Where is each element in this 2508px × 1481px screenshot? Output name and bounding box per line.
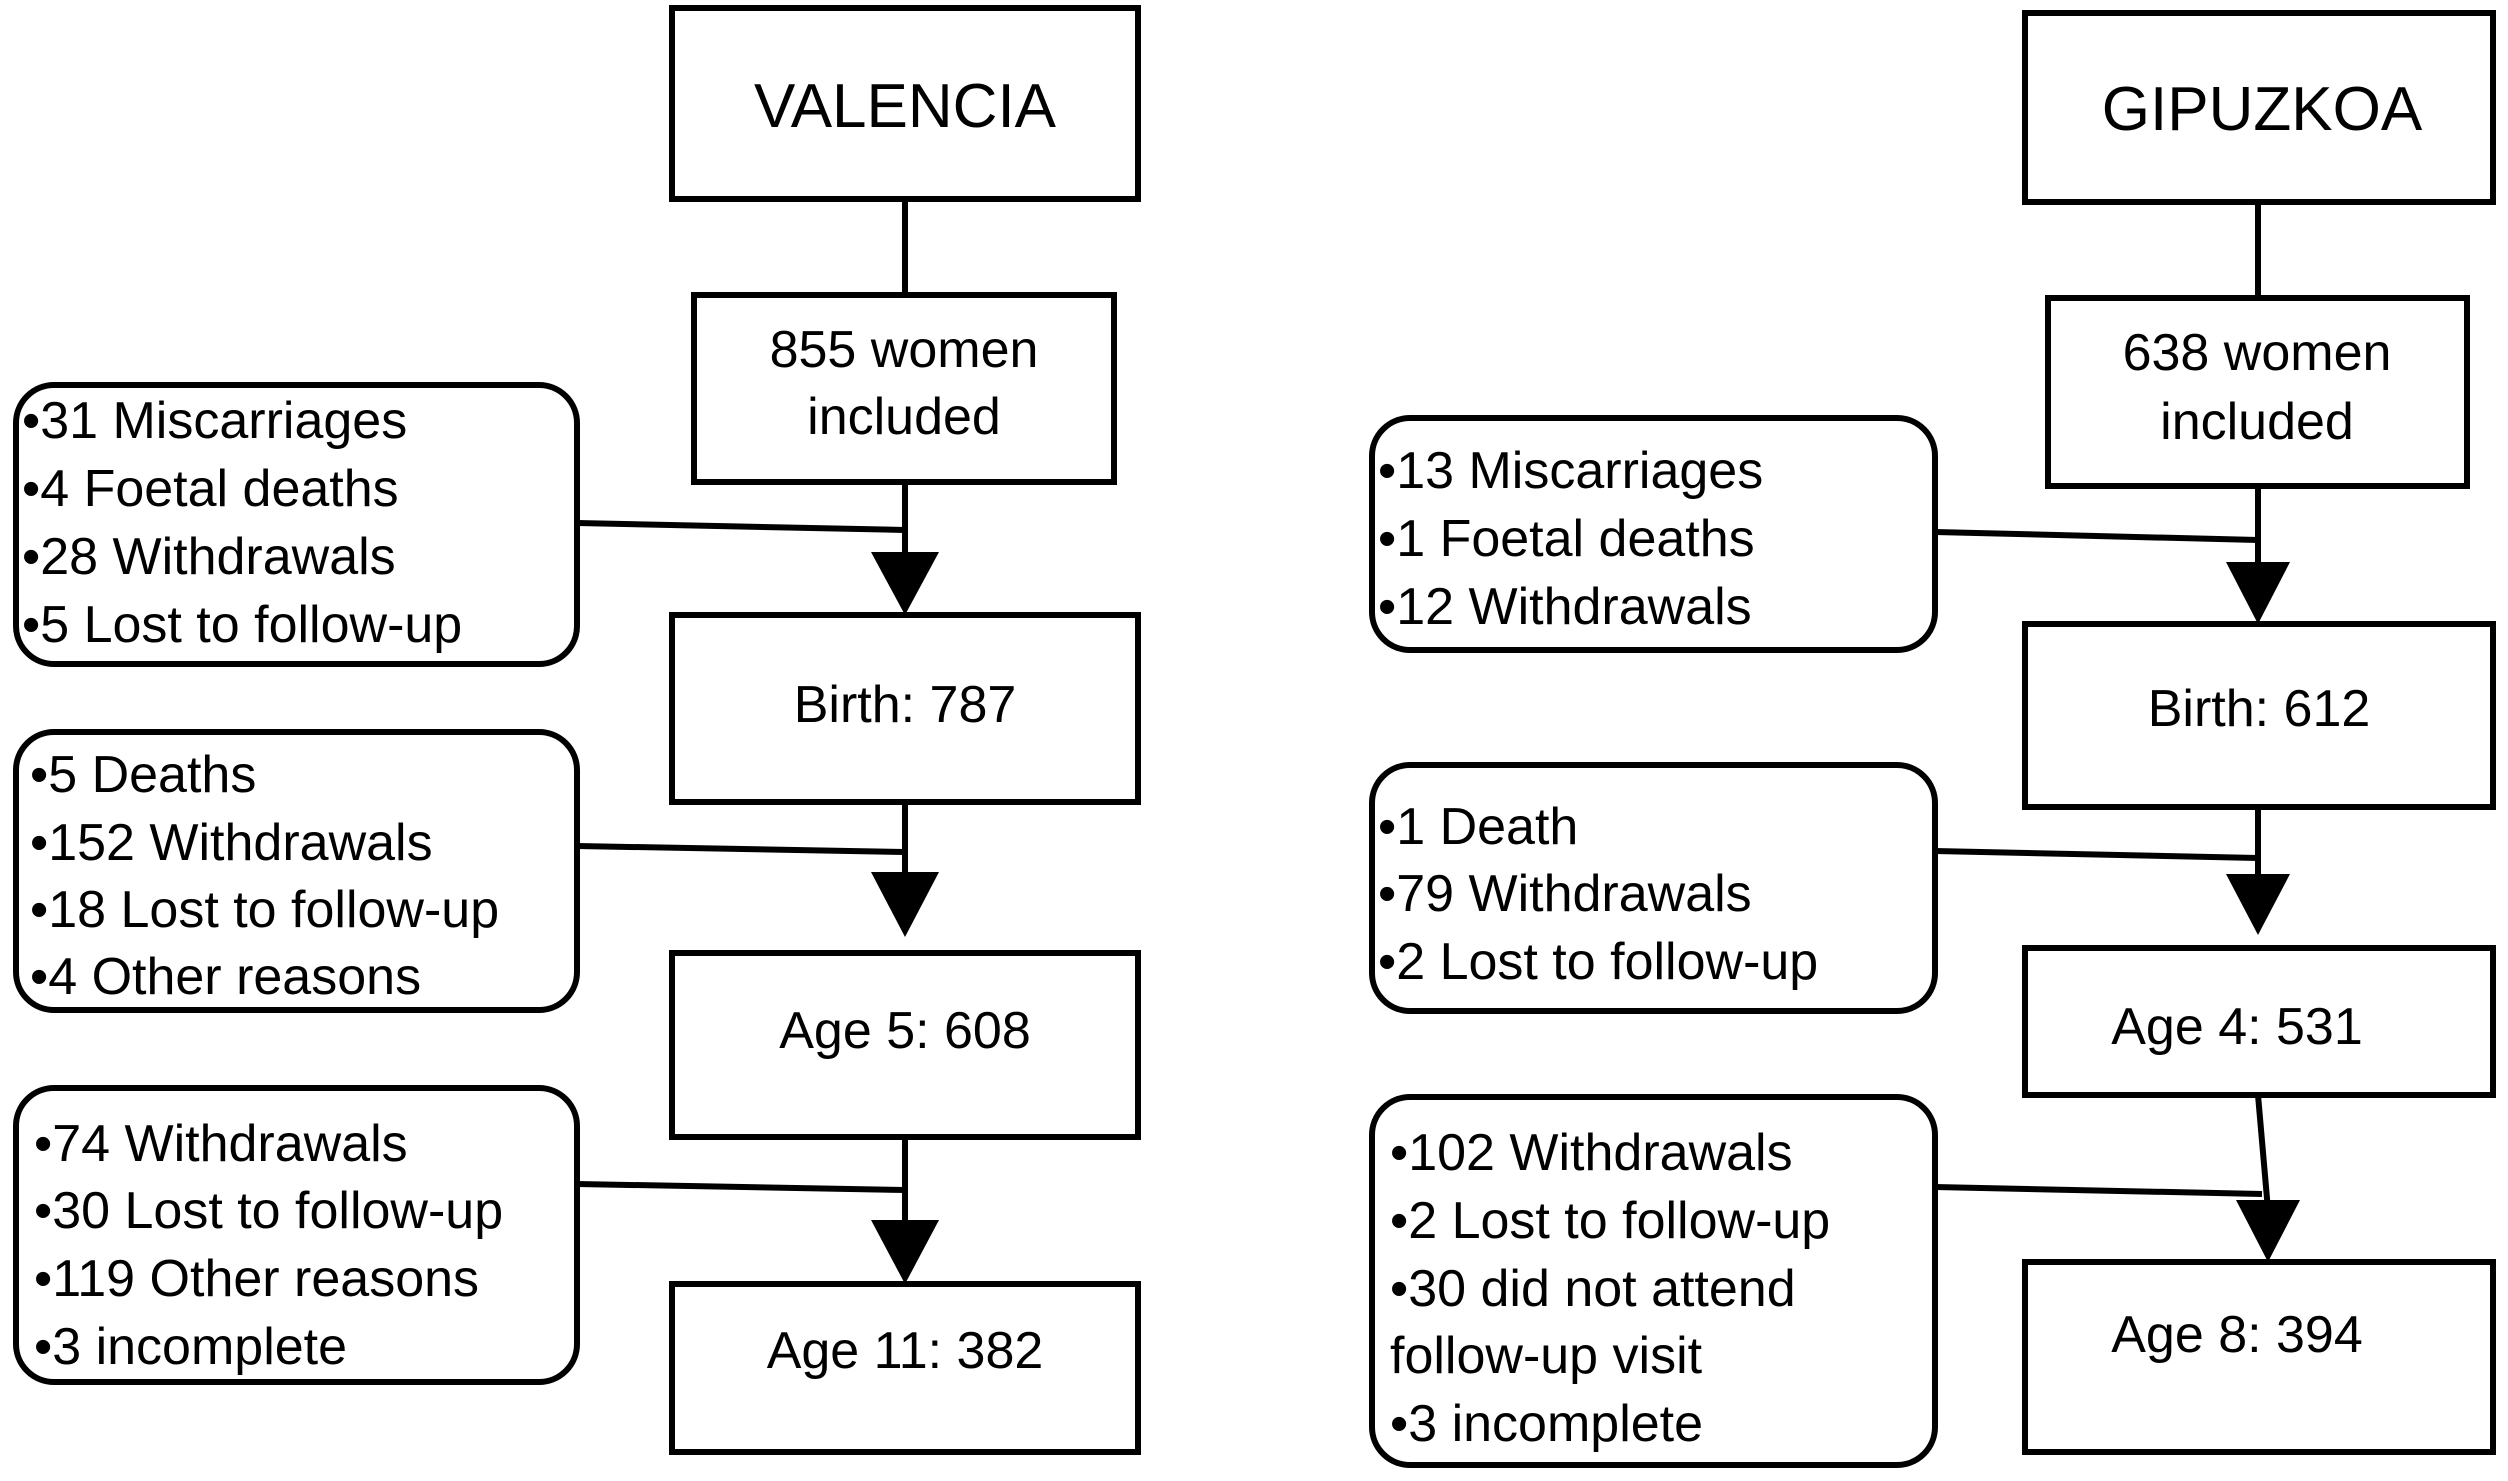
valencia-loss1-item: •31 Miscarriages — [22, 392, 407, 450]
valencia-age-mid: Age 5: 608 — [779, 1002, 1031, 1060]
gipuzkoa-loss2-item: •2 Lost to follow-up — [1378, 933, 1818, 991]
valencia-arrow-2 — [871, 872, 939, 937]
valencia-loss1-item: •28 Withdrawals — [22, 528, 396, 586]
gipuzkoa-included-line1: 638 women — [2123, 324, 2392, 382]
valencia-age-final-box: Age 11: 382 — [669, 1281, 1141, 1455]
valencia-loss1-item: •5 Lost to follow-up — [22, 596, 462, 654]
gipuzkoa-arrow-3 — [2236, 1200, 2300, 1262]
valencia-branch-3 — [576, 1181, 906, 1193]
valencia-included-box: 855 women included — [691, 292, 1117, 485]
gipuzkoa-branch-1 — [1934, 529, 2259, 543]
gipuzkoa-branch-3 — [1934, 1184, 2263, 1197]
gipuzkoa-included-box: 638 women included — [2045, 295, 2470, 489]
valencia-birth-box: Birth: 787 — [669, 612, 1141, 805]
gipuzkoa-title-box: GIPUZKOA — [2022, 10, 2496, 205]
gipuzkoa-included-line2: included — [2160, 393, 2354, 451]
gipuzkoa-loss1-item: •12 Withdrawals — [1378, 578, 1752, 636]
gipuzkoa-loss3-item: follow-up visit — [1390, 1327, 1703, 1385]
gipuzkoa-birth: Birth: 612 — [2148, 680, 2371, 738]
gipuzkoa-connector-3 — [2255, 1094, 2271, 1211]
gipuzkoa-loss-box-3: •102 Withdrawals •2 Lost to follow-up •3… — [1369, 1094, 1938, 1468]
valencia-loss2-item: •18 Lost to follow-up — [30, 881, 499, 939]
valencia-loss2-item: •5 Deaths — [30, 746, 256, 804]
gipuzkoa-loss1-item: •13 Miscarriages — [1378, 442, 1763, 500]
gipuzkoa-birth-box: Birth: 612 — [2022, 621, 2496, 810]
gipuzkoa-title: GIPUZKOA — [2102, 75, 2423, 144]
gipuzkoa-loss2-item: •79 Withdrawals — [1378, 865, 1752, 923]
gipuzkoa-loss3-item: •2 Lost to follow-up — [1390, 1192, 1830, 1250]
gipuzkoa-arrow-2 — [2226, 874, 2290, 935]
valencia-loss-box-3: •74 Withdrawals •30 Lost to follow-up •1… — [13, 1085, 580, 1385]
valencia-loss2-item: •152 Withdrawals — [30, 814, 433, 872]
valencia-loss-box-1: •31 Miscarriages •4 Foetal deaths •28 Wi… — [13, 382, 580, 667]
valencia-branch-2 — [576, 843, 906, 855]
valencia-column: VALENCIA 855 women included Birth: 787 A… — [13, 5, 1141, 1455]
valencia-title: VALENCIA — [754, 72, 1057, 141]
gipuzkoa-branch-2 — [1934, 848, 2259, 861]
valencia-loss3-item: •3 incomplete — [34, 1318, 347, 1376]
valencia-age-final: Age 11: 382 — [767, 1322, 1044, 1380]
valencia-included-line2: included — [807, 388, 1001, 446]
valencia-age-mid-box: Age 5: 608 — [669, 950, 1141, 1140]
gipuzkoa-loss2-item: •1 Death — [1378, 798, 1578, 856]
gipuzkoa-loss-box-2: •1 Death •79 Withdrawals •2 Lost to foll… — [1369, 762, 1938, 1014]
valencia-branch-1 — [576, 520, 906, 533]
gipuzkoa-age-final-box: Age 8: 394 — [2022, 1259, 2496, 1455]
valencia-title-box: VALENCIA — [669, 5, 1141, 202]
gipuzkoa-age-final: Age 8: 394 — [2111, 1306, 2363, 1364]
valencia-loss1-item: •4 Foetal deaths — [22, 460, 399, 518]
gipuzkoa-age-mid: Age 4: 531 — [2111, 998, 2363, 1056]
valencia-loss-box-2: •5 Deaths •152 Withdrawals •18 Lost to f… — [13, 729, 580, 1013]
gipuzkoa-loss3-item: •102 Withdrawals — [1390, 1124, 1793, 1182]
valencia-arrow-3 — [871, 1220, 939, 1284]
gipuzkoa-loss-box-1: •13 Miscarriages •1 Foetal deaths •12 Wi… — [1369, 415, 1938, 653]
valencia-loss3-item: •30 Lost to follow-up — [34, 1182, 503, 1240]
gipuzkoa-column: GIPUZKOA 638 women included Birth: 612 A… — [1369, 10, 2496, 1468]
gipuzkoa-loss3-item: •3 incomplete — [1390, 1395, 1703, 1453]
gipuzkoa-loss3-item: •30 did not attend — [1390, 1260, 1796, 1318]
valencia-arrow-1 — [871, 552, 939, 615]
valencia-included-line1: 855 women — [770, 321, 1039, 379]
valencia-loss3-item: •74 Withdrawals — [34, 1115, 408, 1173]
gipuzkoa-arrow-1 — [2226, 562, 2290, 624]
valencia-loss3-item: •119 Other reasons — [34, 1250, 479, 1308]
gipuzkoa-loss1-item: •1 Foetal deaths — [1378, 510, 1755, 568]
gipuzkoa-age-mid-box: Age 4: 531 — [2022, 945, 2496, 1098]
valencia-birth: Birth: 787 — [794, 676, 1017, 734]
valencia-loss2-item: •4 Other reasons — [30, 948, 421, 1006]
